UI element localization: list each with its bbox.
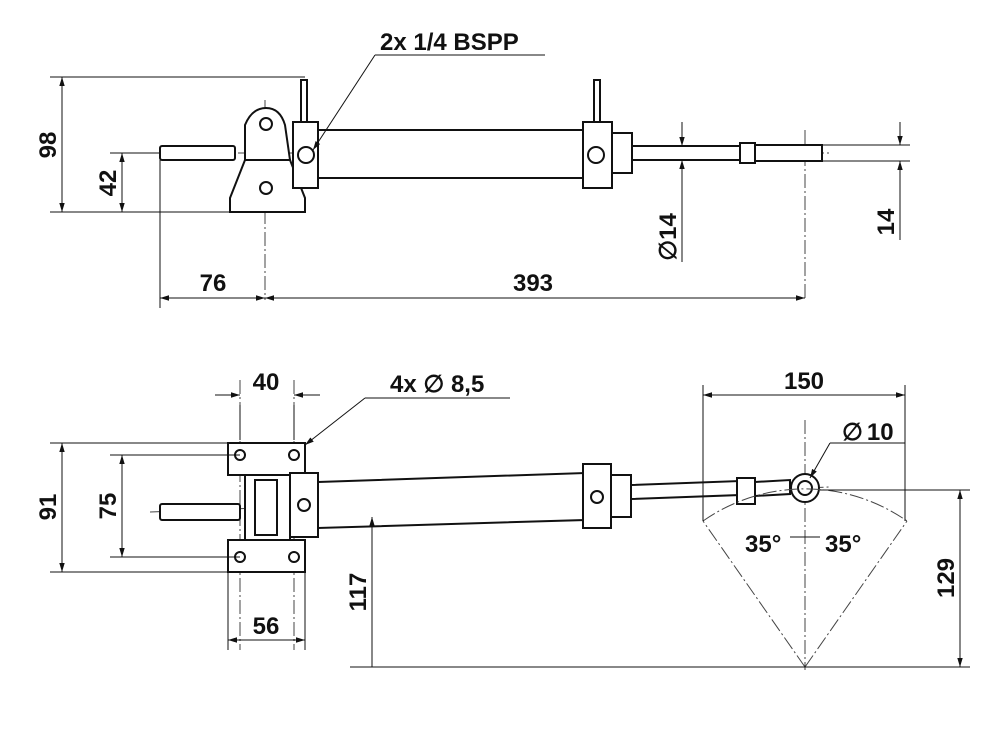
angle-left: 35° (745, 531, 781, 558)
rod-left (159, 145, 236, 161)
diameter-symbol: ∅ (842, 419, 863, 446)
holes-size: 8,5 (451, 371, 484, 398)
dim-75: 75 (95, 493, 122, 520)
svg-text:4x ∅ 8,5: 4x ∅ 8,5 (390, 371, 484, 398)
dim-117: 117 (345, 573, 372, 612)
top-view: 98 42 76 393 ∅14 14 2x 1/4 BSPP (35, 29, 910, 308)
diameter-symbol: ∅ (655, 240, 682, 261)
dim-76: 76 (200, 270, 227, 297)
angle-right: 35° (825, 531, 861, 558)
dim-rod-14: 14 (655, 213, 682, 240)
pin-size: 10 (867, 419, 894, 446)
holes-count: 4x (390, 371, 417, 398)
dim-150: 150 (784, 368, 824, 395)
cylinder-body (317, 129, 586, 179)
port-label: 2x 1/4 BSPP (380, 29, 519, 56)
dim-40: 40 (253, 369, 280, 396)
dim-98: 98 (35, 132, 62, 159)
mount-clevis (244, 106, 292, 161)
cylinder-body-angled (317, 471, 586, 530)
diameter-symbol: ∅ (423, 371, 444, 398)
svg-text:∅14: ∅14 (655, 213, 682, 261)
dim-clevis-14: 14 (873, 208, 900, 235)
fitting-left (300, 79, 308, 123)
dim-56: 56 (253, 613, 280, 640)
piston-rod (631, 145, 741, 161)
dim-393: 393 (513, 270, 553, 297)
bottom-view: 40 4x ∅ 8,5 91 75 56 117 150 ∅10 129 35°… (35, 368, 970, 670)
dim-91: 91 (35, 494, 62, 521)
fitting-right (593, 79, 601, 123)
dim-42: 42 (95, 170, 122, 197)
svg-text:∅10: ∅10 (842, 419, 894, 446)
rod-clevis (754, 144, 823, 162)
dim-129: 129 (933, 558, 960, 598)
